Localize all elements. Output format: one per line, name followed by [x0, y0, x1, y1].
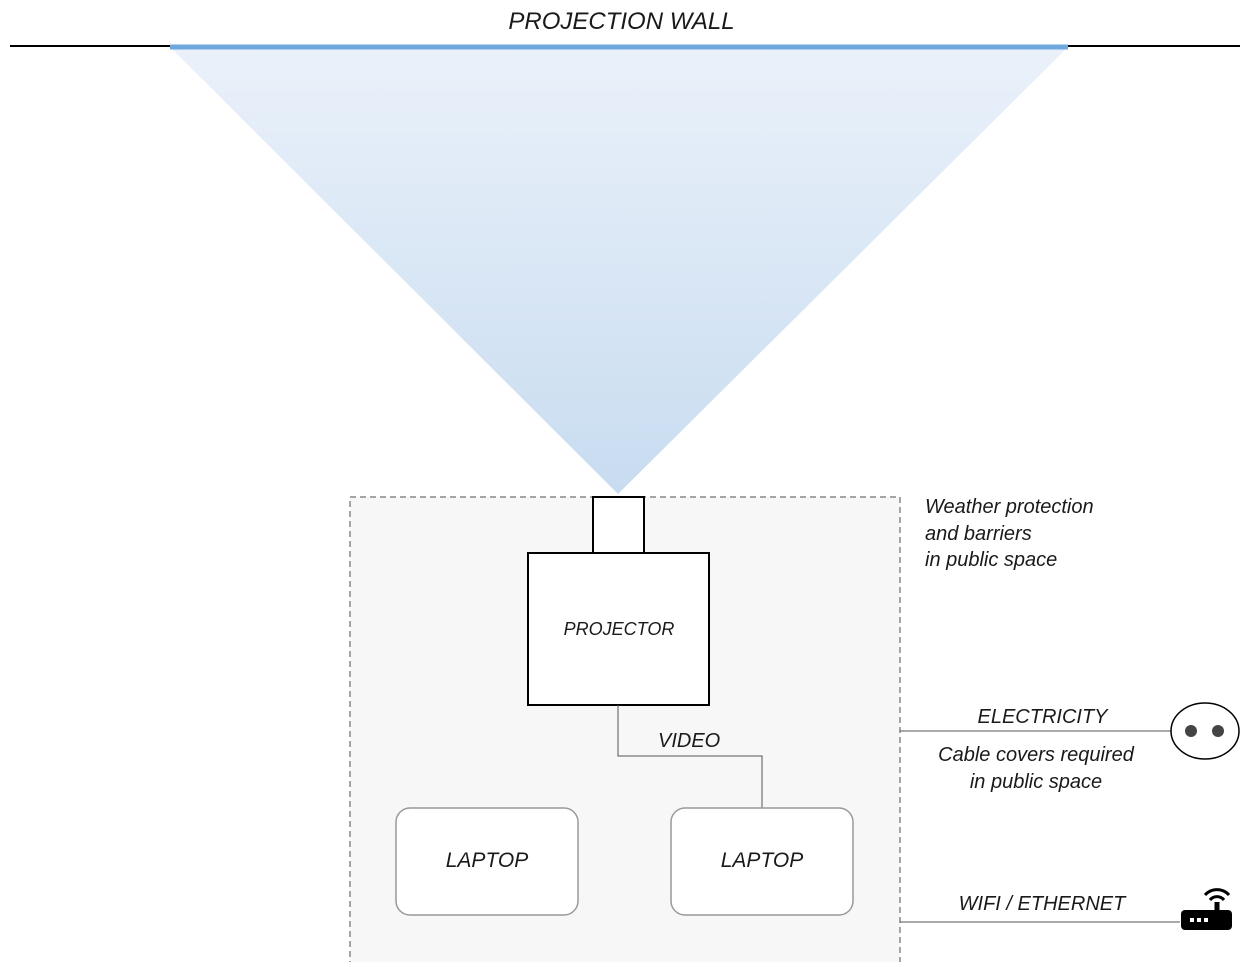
enclosure-note: Weather protection and barriers in publi…: [925, 496, 1094, 571]
cable-cover-note: Cable covers required in public space: [938, 744, 1134, 793]
laptop-box-2: [670, 807, 854, 916]
laptop-label-2: LAPTOP: [720, 849, 804, 872]
projection-beam: [170, 47, 1068, 494]
projector-label: PROJECTOR: [563, 619, 675, 639]
network-label: WIFI / ETHERNET: [958, 893, 1126, 915]
laptop-label-1: LAPTOP: [445, 849, 529, 872]
projector-lens: [592, 496, 645, 554]
laptop-box-1: [395, 807, 579, 916]
electricity-label: ELECTRICITY: [977, 706, 1108, 728]
wall-title: PROJECTION WALL: [508, 8, 735, 35]
power-outlet-icon: [1170, 702, 1240, 760]
video-cable: [617, 705, 763, 808]
router-icon: [1181, 888, 1232, 930]
video-label: VIDEO: [658, 730, 721, 752]
